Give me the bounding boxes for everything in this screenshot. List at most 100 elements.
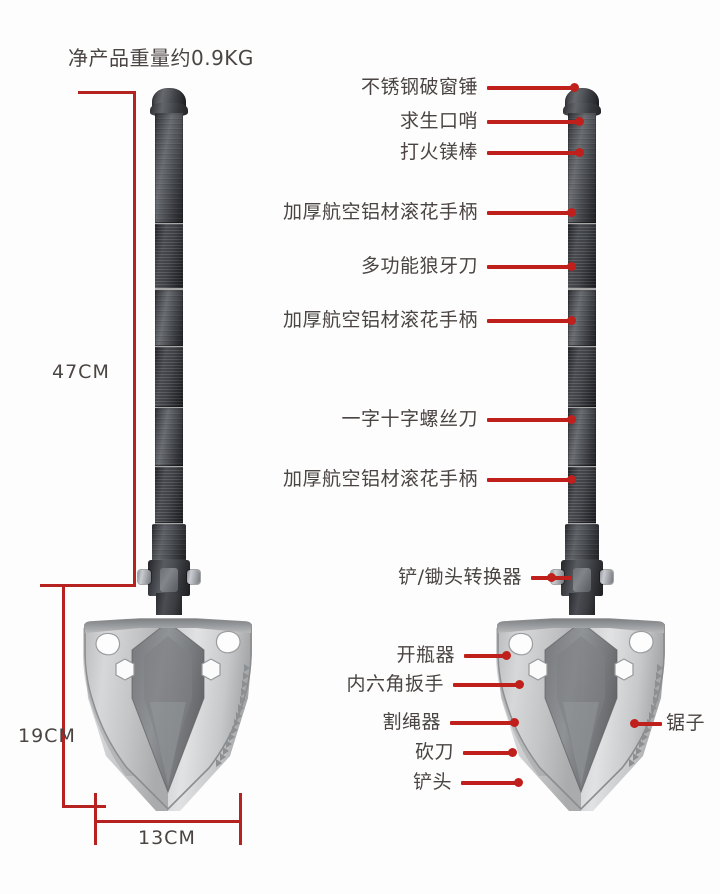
handle-knurl-texture [155,113,183,223]
handle-grip-band-1 [155,224,183,288]
converter-knurl-texture-r [565,524,599,562]
dim-line-47 [133,91,136,585]
annotation-label-screwdriver: 一字十字螺丝刀 [341,408,478,430]
handle-cap-collar [150,103,188,116]
handle-seam-3 [155,345,183,347]
handle-tube-lower [155,408,183,466]
leader-line-hex-wrench [453,683,520,687]
leader-dot-fang-knife [567,262,576,271]
annotation-label-chopping-knife: 砍刀 [414,741,454,763]
converter-collar [152,524,186,562]
handle-seam-r5 [568,465,596,467]
leader-line-knurled-handle-lower [487,478,572,482]
pivot-bolt-right-right [600,570,613,584]
leader-line-rope-cutter [450,721,515,725]
dim-tick-top-47 [78,91,136,94]
handle-seam-r2 [568,288,596,290]
handle-grip-band-3 [155,467,183,523]
leader-dot-shovel-head [514,778,523,787]
annotation-label-shovel-head: 铲头 [412,771,452,793]
annotation-label-bottle-opener: 开瓶器 [396,644,455,666]
handle-tube-upper [155,113,183,223]
dim-label-47cm: 47CM [52,361,110,383]
handle-knurl-texture-r1 [568,113,596,223]
dim-tick-bottom-47 [40,584,136,587]
shovel-blade [82,606,254,811]
handle-tube-upper-right [568,113,596,223]
dim-label-19cm: 19CM [18,725,76,747]
leader-line-saw [636,722,662,726]
dim-line-19 [62,584,65,808]
handle-seam-1 [155,222,183,224]
pivot-bolt-right [187,570,200,584]
annotation-label-saw: 锯子 [666,712,706,734]
handle-cap-collar-right [563,103,601,116]
saw-teeth [216,664,250,767]
leader-dot-saw [630,719,639,728]
handle-grip-band-r2 [568,347,596,407]
leader-dot-converter [547,573,556,582]
leader-dot-knurled-handle-upper [567,208,576,217]
leader-line-shovel-head [461,781,519,785]
handle-seam-r3 [568,345,596,347]
handle-seam-6 [155,522,183,524]
leader-line-knurled-handle-upper [487,211,572,215]
pivot-window-right [573,568,591,592]
converter-knurl-texture [152,524,186,562]
leader-dot-survival-whistle [575,117,584,126]
saw-teeth-right [629,664,663,767]
pivot-neck-right [569,593,595,615]
handle-seam-r4 [568,406,596,408]
handle-seam-4 [155,406,183,408]
handle-knurl-texture-2 [155,290,183,346]
annotation-label-fang-knife: 多功能狼牙刀 [360,255,478,277]
handle-seam-5 [155,465,183,467]
leader-line-window-breaker [487,86,575,90]
annotation-label-converter: 铲/锄头转换器 [398,566,522,588]
dim-tick-bottom-19 [62,805,106,808]
leader-dot-fire-starter [575,148,584,157]
handle-seam-2 [155,288,183,290]
dim-line-13 [94,820,242,823]
leader-line-bottle-opener [464,654,507,658]
leader-line-screwdriver [487,418,572,422]
handle-seam-r1 [568,222,596,224]
pivot-window [160,568,178,592]
leader-line-chopping-knife [463,751,513,755]
annotation-label-knurled-handle-upper: 加厚航空铝材滚花手柄 [282,201,478,223]
pivot-bolt-left [138,570,151,584]
blade-graphic-right [496,618,665,811]
leader-line-fire-starter [487,151,580,155]
handle-grip-band-r1 [568,224,596,288]
pivot-neck [156,593,182,615]
leader-dot-hex-wrench [515,680,524,689]
leader-dot-rope-cutter [510,718,519,727]
dim-line-13-right [239,793,242,845]
blade-graphic [83,618,252,811]
annotation-label-fire-starter: 打火镁棒 [399,141,478,163]
leader-dot-bottle-opener [502,651,511,660]
leader-line-survival-whistle [487,120,580,124]
annotation-label-knurled-handle-lower: 加厚航空铝材滚花手柄 [282,468,478,490]
shovel-blade-right [495,606,667,811]
handle-tube-middle [155,290,183,346]
annotation-label-knurled-handle-middle: 加厚航空铝材滚花手柄 [282,309,478,331]
annotation-label-survival-whistle: 求生口哨 [399,110,478,132]
diagram-title: 净产品重量约0.9KG [68,46,254,70]
converter-collar-right [565,524,599,562]
leader-line-fang-knife [487,265,572,269]
annotation-label-window-breaker: 不锈钢破窗锤 [360,76,478,98]
leader-dot-window-breaker [570,83,579,92]
dim-label-13cm: 13CM [138,827,196,849]
handle-grip-band-2 [155,347,183,407]
annotation-label-rope-cutter: 割绳器 [382,711,441,733]
leader-dot-knurled-handle-lower [567,475,576,484]
leader-dot-chopping-knife [508,748,517,757]
leader-dot-screwdriver [567,415,576,424]
leader-line-knurled-handle-middle [487,319,572,323]
handle-knurl-texture-3 [155,408,183,466]
annotation-label-hex-wrench: 内六角扳手 [346,673,444,695]
handle-seam-r6 [568,522,596,524]
leader-dot-knurled-handle-middle [567,316,576,325]
